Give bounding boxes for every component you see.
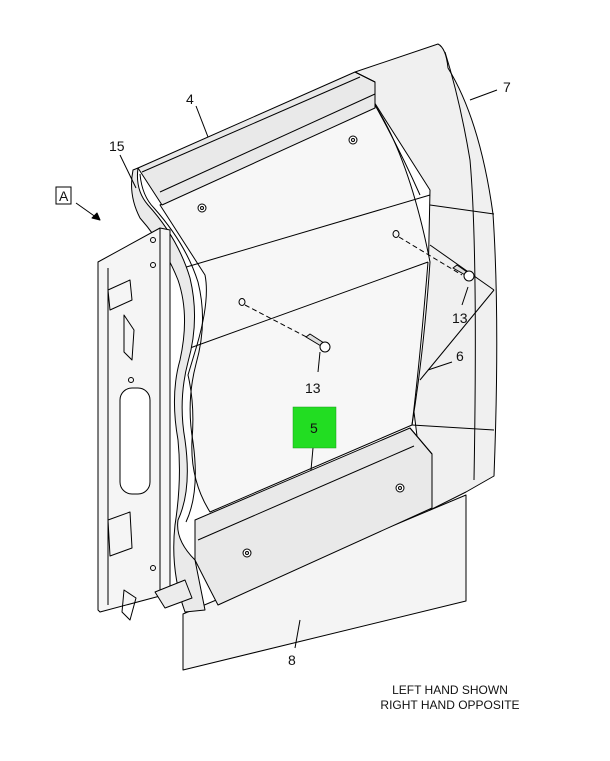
- fender-shell: [354, 43, 498, 511]
- lower-clip: [154, 579, 193, 609]
- callout-15: 15: [109, 138, 125, 154]
- fastener-assembly-upper: [392, 230, 475, 282]
- callout-7: 7: [503, 79, 511, 95]
- orientation-note: LEFT HAND SHOWN RIGHT HAND OPPOSITE: [330, 683, 570, 713]
- fastener-assembly-lower: [238, 298, 331, 353]
- callout-8: 8: [288, 652, 296, 668]
- note-line-1: LEFT HAND SHOWN: [392, 683, 508, 697]
- callout-6: 6: [456, 348, 464, 364]
- callouts: 4 7 15 13 13 6 8: [109, 79, 511, 668]
- note-line-2: RIGHT HAND OPPOSITE: [380, 698, 520, 712]
- leader-lines: [119, 89, 498, 649]
- highlighted-callout-5[interactable]: 5: [292, 406, 337, 449]
- fender-panel: [159, 97, 431, 513]
- rail-bolts: [197, 135, 405, 558]
- callout-5: 5: [310, 420, 318, 436]
- callout-4: 4: [186, 91, 194, 107]
- top-rail: [137, 71, 376, 206]
- mounting-bracket: [97, 227, 171, 621]
- callout-13-upper: 13: [452, 310, 468, 326]
- bottom-rail: [194, 427, 433, 606]
- callout-13-lower: 13: [305, 380, 321, 396]
- side-trim: [131, 167, 206, 613]
- view-arrow: [75, 202, 101, 221]
- view-label-box: A: [55, 186, 72, 205]
- view-label-a: A: [59, 188, 69, 204]
